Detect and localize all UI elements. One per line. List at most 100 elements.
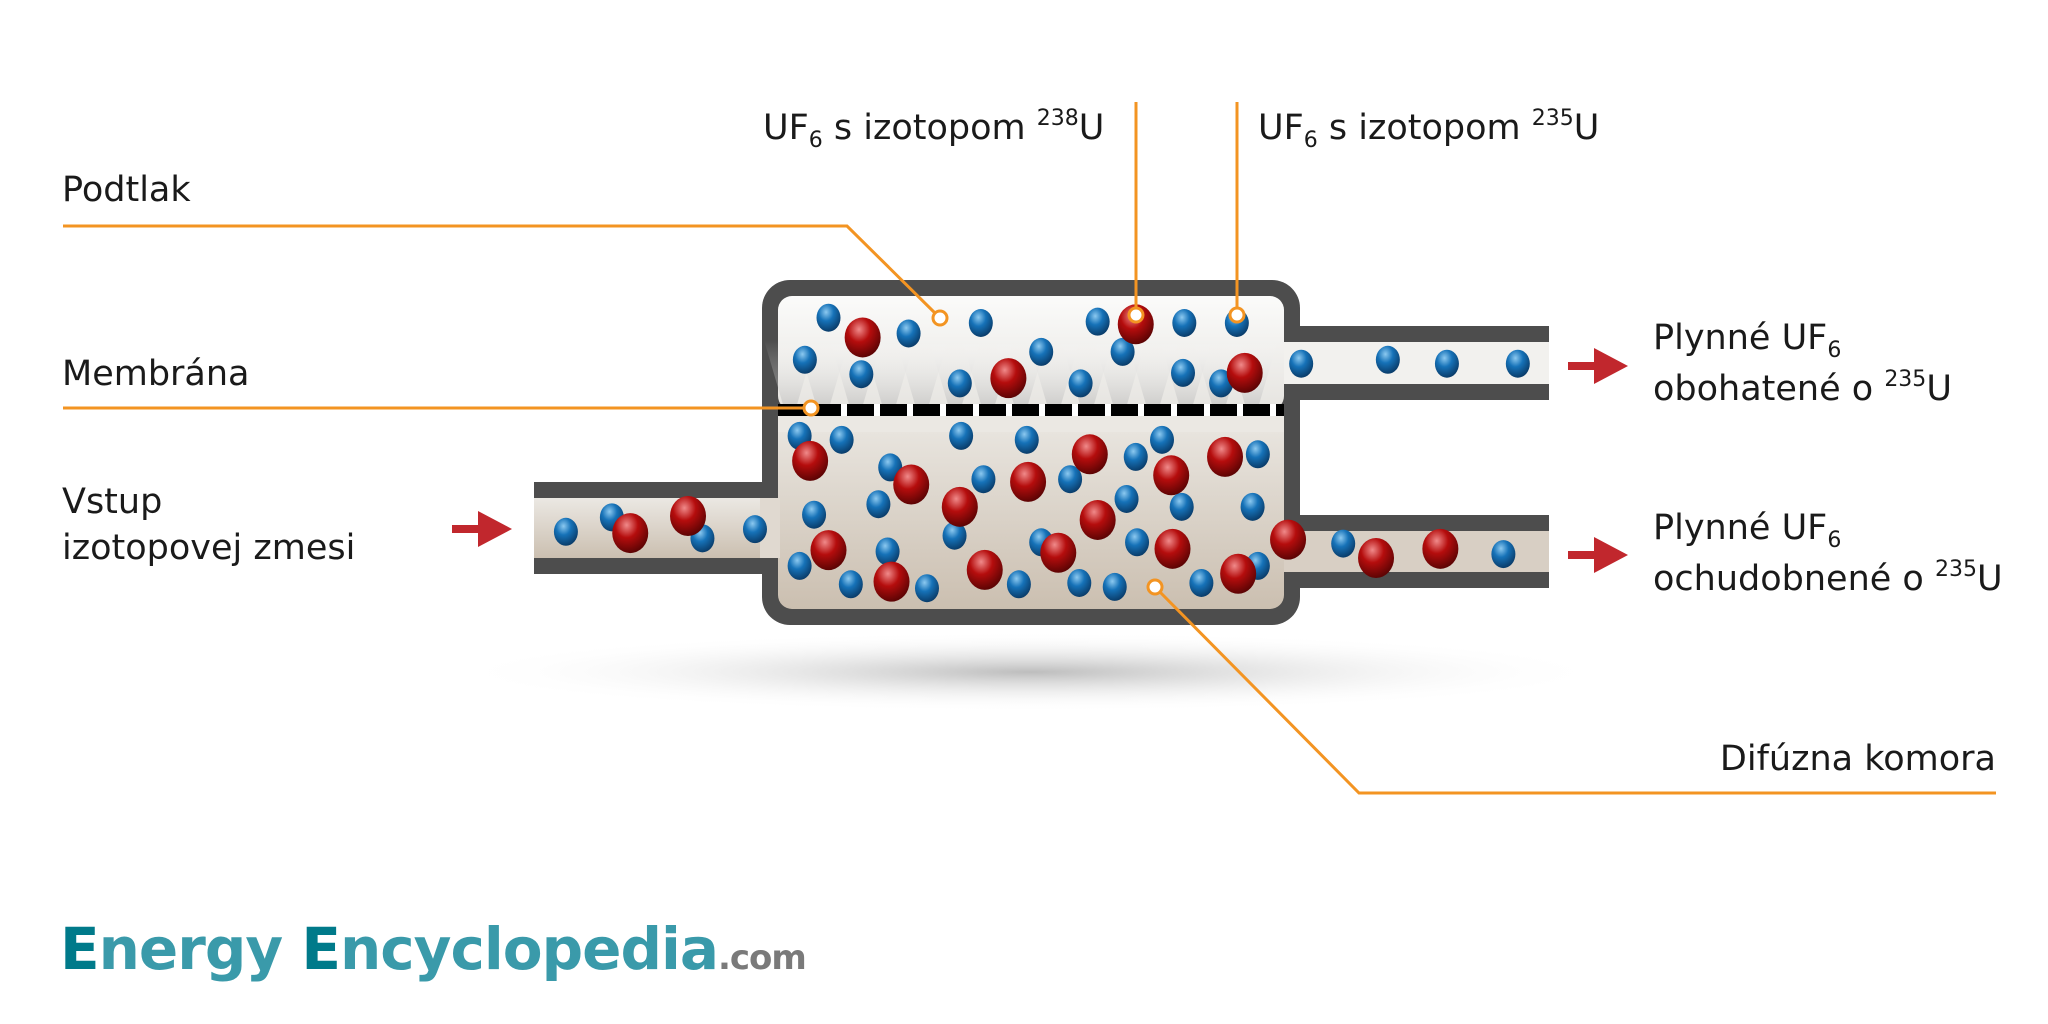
membrane-pore	[940, 404, 946, 416]
u235-molecule	[802, 500, 827, 529]
membrane-pore	[1006, 404, 1012, 416]
u235-molecule	[816, 303, 841, 332]
membrane-pore	[973, 404, 979, 416]
u238-molecule	[810, 530, 847, 571]
label-podtlak: Podtlak	[62, 170, 191, 210]
membrane-pore	[1237, 404, 1243, 416]
membrane-pore	[1138, 404, 1144, 416]
membrane-pore	[1171, 404, 1177, 416]
membrane-pore	[1105, 404, 1111, 416]
membrane-pore	[907, 404, 913, 416]
u235-molecule	[1067, 568, 1092, 597]
membrane-pore	[1270, 404, 1276, 416]
flow-arrows	[452, 348, 1628, 573]
u235-molecule	[896, 319, 921, 348]
label-enriched: Plynné UF6 obohatené o 235U	[1653, 318, 1952, 409]
u235-molecule	[968, 308, 993, 337]
u238-molecule	[612, 513, 649, 554]
u235-molecule	[792, 345, 817, 374]
u235-molecule	[1006, 570, 1031, 599]
u235-molecule	[949, 421, 974, 450]
u238-molecule	[1040, 532, 1077, 573]
leader-podtlak	[63, 224, 942, 320]
u235-molecule	[1505, 349, 1530, 378]
u235-molecule	[1058, 465, 1083, 494]
enriched-arrow-icon	[1568, 348, 1628, 384]
energy-encyclopedia-logo[interactable]: Energy Encyclopedia.com	[60, 915, 807, 983]
label-membrana: Membrána	[62, 354, 250, 394]
leader-dots	[802, 306, 1246, 596]
u238-molecule	[941, 486, 978, 527]
u238-molecule	[1117, 304, 1154, 345]
u235-molecule	[1171, 358, 1196, 387]
membrane	[778, 404, 1284, 416]
u235-molecule	[1085, 307, 1110, 336]
u235-molecule	[875, 537, 900, 566]
u235-molecule	[1102, 572, 1127, 601]
u235-molecule	[866, 490, 891, 519]
u238-molecule	[1154, 528, 1191, 569]
u235-molecule	[1114, 484, 1139, 513]
u235-molecule	[829, 425, 854, 454]
u238-molecule	[670, 496, 707, 537]
label-vstup-line2: izotopovej zmesi	[62, 527, 356, 568]
u235-molecule	[1331, 529, 1356, 558]
u235-molecule	[1014, 425, 1039, 454]
u235-molecule	[942, 521, 967, 550]
u238-molecule	[1270, 519, 1307, 560]
u235-molecule	[553, 517, 578, 546]
u235-molecule	[947, 369, 972, 398]
u235-molecule	[1189, 568, 1214, 597]
u235-molecule	[838, 570, 863, 599]
label-u235: UF6 s izotopom 235U	[1258, 106, 1600, 153]
enriched-outlet-pipe	[1280, 326, 1549, 400]
u238-molecule	[873, 561, 910, 602]
label-komora: Difúzna komora	[1719, 739, 1996, 779]
u238-molecule	[1079, 499, 1116, 540]
u238-molecule	[990, 358, 1027, 399]
label-u238: UF6 s izotopom 238U	[763, 106, 1105, 153]
membrane-pore	[1204, 404, 1210, 416]
u238-molecule	[1071, 434, 1108, 475]
u238-molecule	[1220, 553, 1257, 594]
chamber-shadow	[450, 632, 1610, 712]
u238-molecule	[1226, 352, 1263, 393]
leader-lines	[63, 102, 1996, 795]
membrane-pore	[1072, 404, 1078, 416]
u235-molecule	[1110, 337, 1135, 366]
u235-molecule	[1375, 345, 1400, 374]
u235-molecule	[1068, 369, 1093, 398]
u235-molecule	[742, 515, 767, 544]
membrane-bar	[778, 404, 1284, 416]
membrane-pore	[841, 404, 847, 416]
u238-molecule	[1153, 455, 1190, 496]
u235-molecule	[1289, 349, 1314, 378]
u235-molecule	[1150, 425, 1175, 454]
membrane-pore	[874, 404, 880, 416]
u235-molecule	[1029, 337, 1054, 366]
u235-molecule	[1240, 492, 1265, 521]
u238-molecule	[1010, 461, 1047, 502]
u235-molecule	[1125, 528, 1150, 557]
u238-molecule	[1358, 538, 1395, 579]
u235-molecule	[849, 360, 874, 389]
u238-molecule	[966, 549, 1003, 590]
inlet-arrow-icon	[452, 511, 512, 547]
u235-molecule	[787, 551, 812, 580]
u235-molecule	[1491, 540, 1516, 569]
label-depleted: Plynné UF6 ochudobnené o 235U	[1653, 508, 2003, 599]
molecules	[553, 303, 1530, 603]
u235-molecule	[914, 574, 939, 603]
depleted-arrow-icon	[1568, 537, 1628, 573]
u235-molecule	[1245, 440, 1270, 469]
u235-molecule	[1172, 308, 1197, 337]
u235-molecule	[971, 465, 996, 494]
u238-molecule	[1207, 436, 1244, 477]
label-vstup: Vstup izotopovej zmesi	[62, 480, 355, 571]
u238-molecule	[1422, 528, 1459, 569]
u235-molecule	[1169, 492, 1194, 521]
u235-molecule	[1123, 442, 1148, 471]
u238-molecule	[844, 317, 881, 358]
label-vstup-line1: Vstup	[62, 482, 163, 522]
